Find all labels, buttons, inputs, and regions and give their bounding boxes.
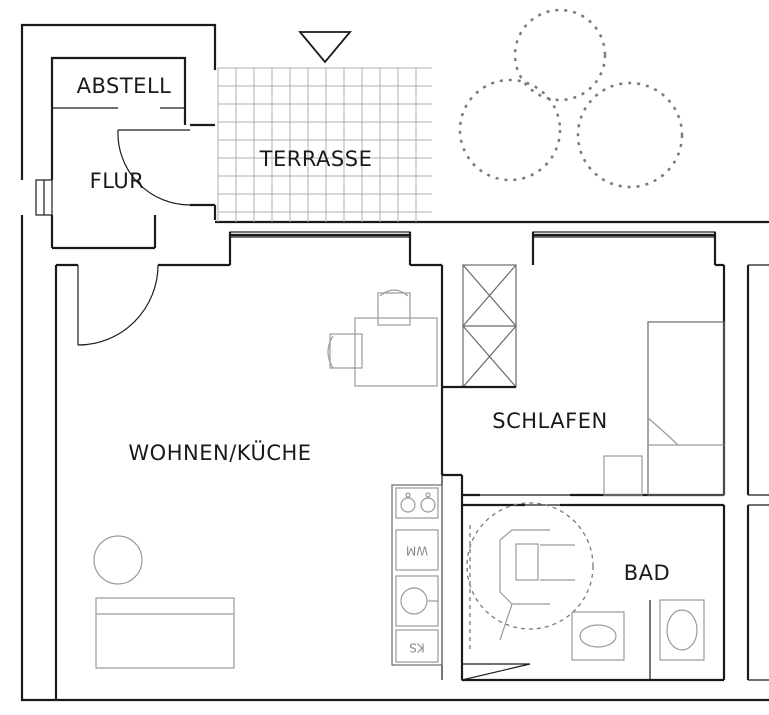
bedroom-furniture xyxy=(442,264,725,496)
living-furniture xyxy=(93,289,438,669)
room-label-abstell: ABSTELL xyxy=(77,74,172,98)
room-label-bad: BAD xyxy=(624,561,670,585)
room-label-terrasse: TERRASSE xyxy=(259,147,373,171)
entrance-triangle-icon xyxy=(298,31,352,64)
trees xyxy=(458,8,684,189)
room-labels: ABSTELL FLUR TERRASSE WOHNEN/KÜCHE SCHLA… xyxy=(77,74,670,585)
fridge-label: KS xyxy=(409,641,425,655)
room-label-schlafen: SCHLAFEN xyxy=(492,409,607,433)
bathroom-fixtures xyxy=(461,502,705,681)
washing-machine-label: WM xyxy=(406,544,428,558)
room-label-wohnen: WOHNEN/KÜCHE xyxy=(128,440,311,465)
terrace-tiles xyxy=(217,67,432,222)
kitchen: WM KS xyxy=(391,484,443,666)
room-label-flur: FLUR xyxy=(90,169,145,193)
tree-icon xyxy=(576,81,684,189)
tree-icon xyxy=(458,78,562,182)
tree-icon xyxy=(513,8,607,102)
doors xyxy=(77,129,570,506)
